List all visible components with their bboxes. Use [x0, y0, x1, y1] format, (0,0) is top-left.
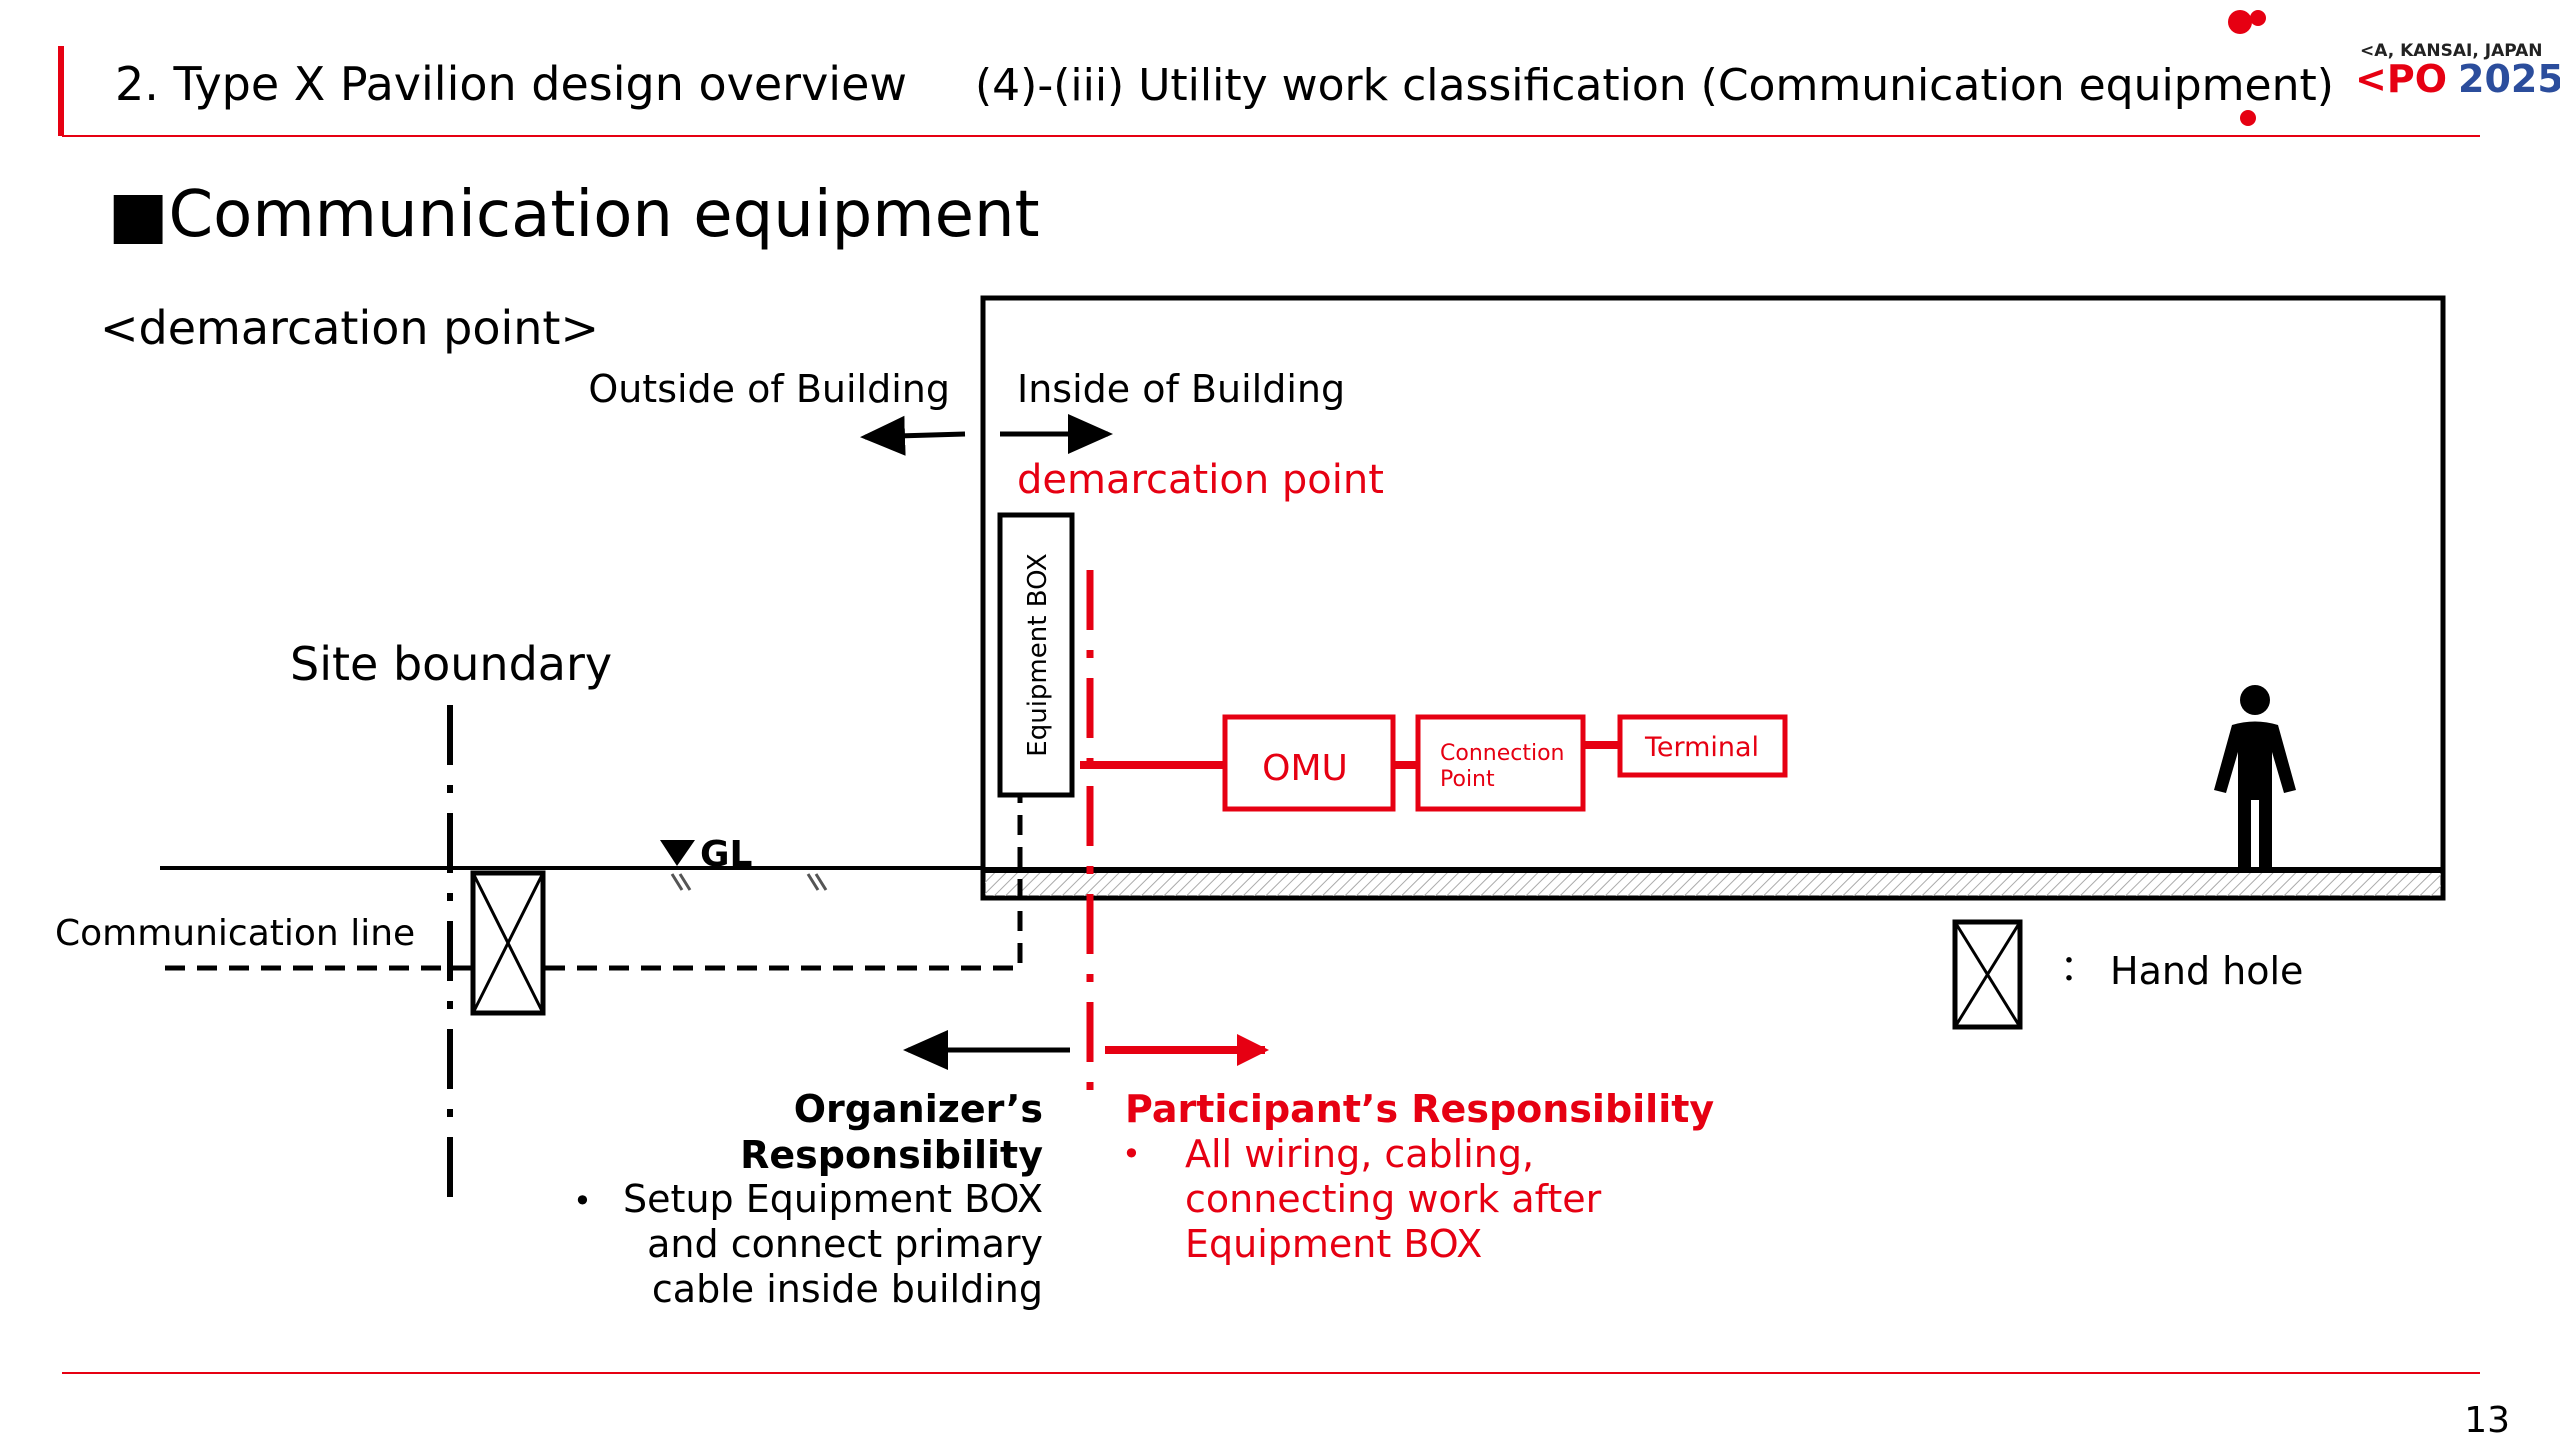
connection-point-line1: Connection: [1440, 741, 1564, 766]
omu-box: [1222, 714, 1396, 812]
communication-line: [165, 795, 1023, 971]
ground-hatch-icon: [670, 873, 828, 891]
gl-label: GL: [700, 834, 753, 875]
building-floor-hatch: [985, 873, 2441, 896]
organizer-title-line1: Organizer’s: [794, 1087, 1043, 1131]
participant-bullet: •: [1122, 1135, 1141, 1173]
participant-item-1: All wiring, cabling,: [1185, 1132, 1534, 1176]
demarcation-label: demarcation point: [1017, 457, 1384, 503]
terminal-box: [1617, 714, 1788, 778]
legend-colon: ：: [2060, 948, 2096, 989]
participant-title: Participant’s Responsibility: [1125, 1087, 1714, 1131]
participant-item-2: connecting work after: [1185, 1177, 1602, 1221]
organizer-bullet: •: [573, 1182, 592, 1220]
legend-label: Hand hole: [2110, 949, 2303, 993]
section-heading: ■Communication equipment: [108, 178, 1040, 252]
gl-marker-icon: [660, 840, 695, 866]
header-accent-bar: [58, 46, 64, 136]
site-boundary-label: Site boundary: [290, 637, 612, 691]
omu-label: OMU: [1262, 748, 1348, 789]
logo-prefix: <PO: [2355, 57, 2447, 101]
header-subtitle: (4)-(iii) Utility work classification (C…: [975, 60, 2334, 111]
header-title: 2. Type X Pavilion design overview: [115, 57, 907, 111]
section-subheading: <demarcation point>: [100, 301, 599, 355]
page-number: 13: [2464, 1400, 2510, 1440]
logo-line1: <A, KANSAI, JAPAN: [2360, 41, 2543, 61]
organizer-item-2: and connect primary: [647, 1222, 1043, 1266]
communication-line-label: Communication line: [55, 913, 415, 954]
outside-arrow: [860, 415, 966, 456]
logo-mark-icon: [2228, 10, 2252, 34]
connection-point-box: [1415, 714, 1586, 812]
organizer-item-3: cable inside building: [652, 1267, 1043, 1311]
legend-hand-hole-icon: [1952, 919, 2023, 1030]
hand-hole-icon: [470, 870, 546, 1016]
equipment-box-label: Equipment BOX: [1023, 553, 1053, 756]
building-outline: [980, 295, 2446, 901]
inside-label: Inside of Building: [1017, 367, 1345, 411]
outside-label: Outside of Building: [588, 367, 950, 411]
participant-item-3: Equipment BOX: [1185, 1222, 1482, 1266]
organizer-title-line2: Responsibility: [740, 1133, 1043, 1177]
person-icon: [2214, 685, 2296, 868]
terminal-label: Terminal: [1644, 732, 1759, 763]
equipment-box: [997, 512, 1075, 798]
connection-point-line2: Point: [1440, 767, 1495, 792]
logo-year: 2025: [2458, 57, 2560, 101]
organizer-item-1: Setup Equipment BOX: [623, 1177, 1043, 1221]
expo-logo: <A, KANSAI, JAPAN <PO 2025: [2228, 10, 2560, 126]
